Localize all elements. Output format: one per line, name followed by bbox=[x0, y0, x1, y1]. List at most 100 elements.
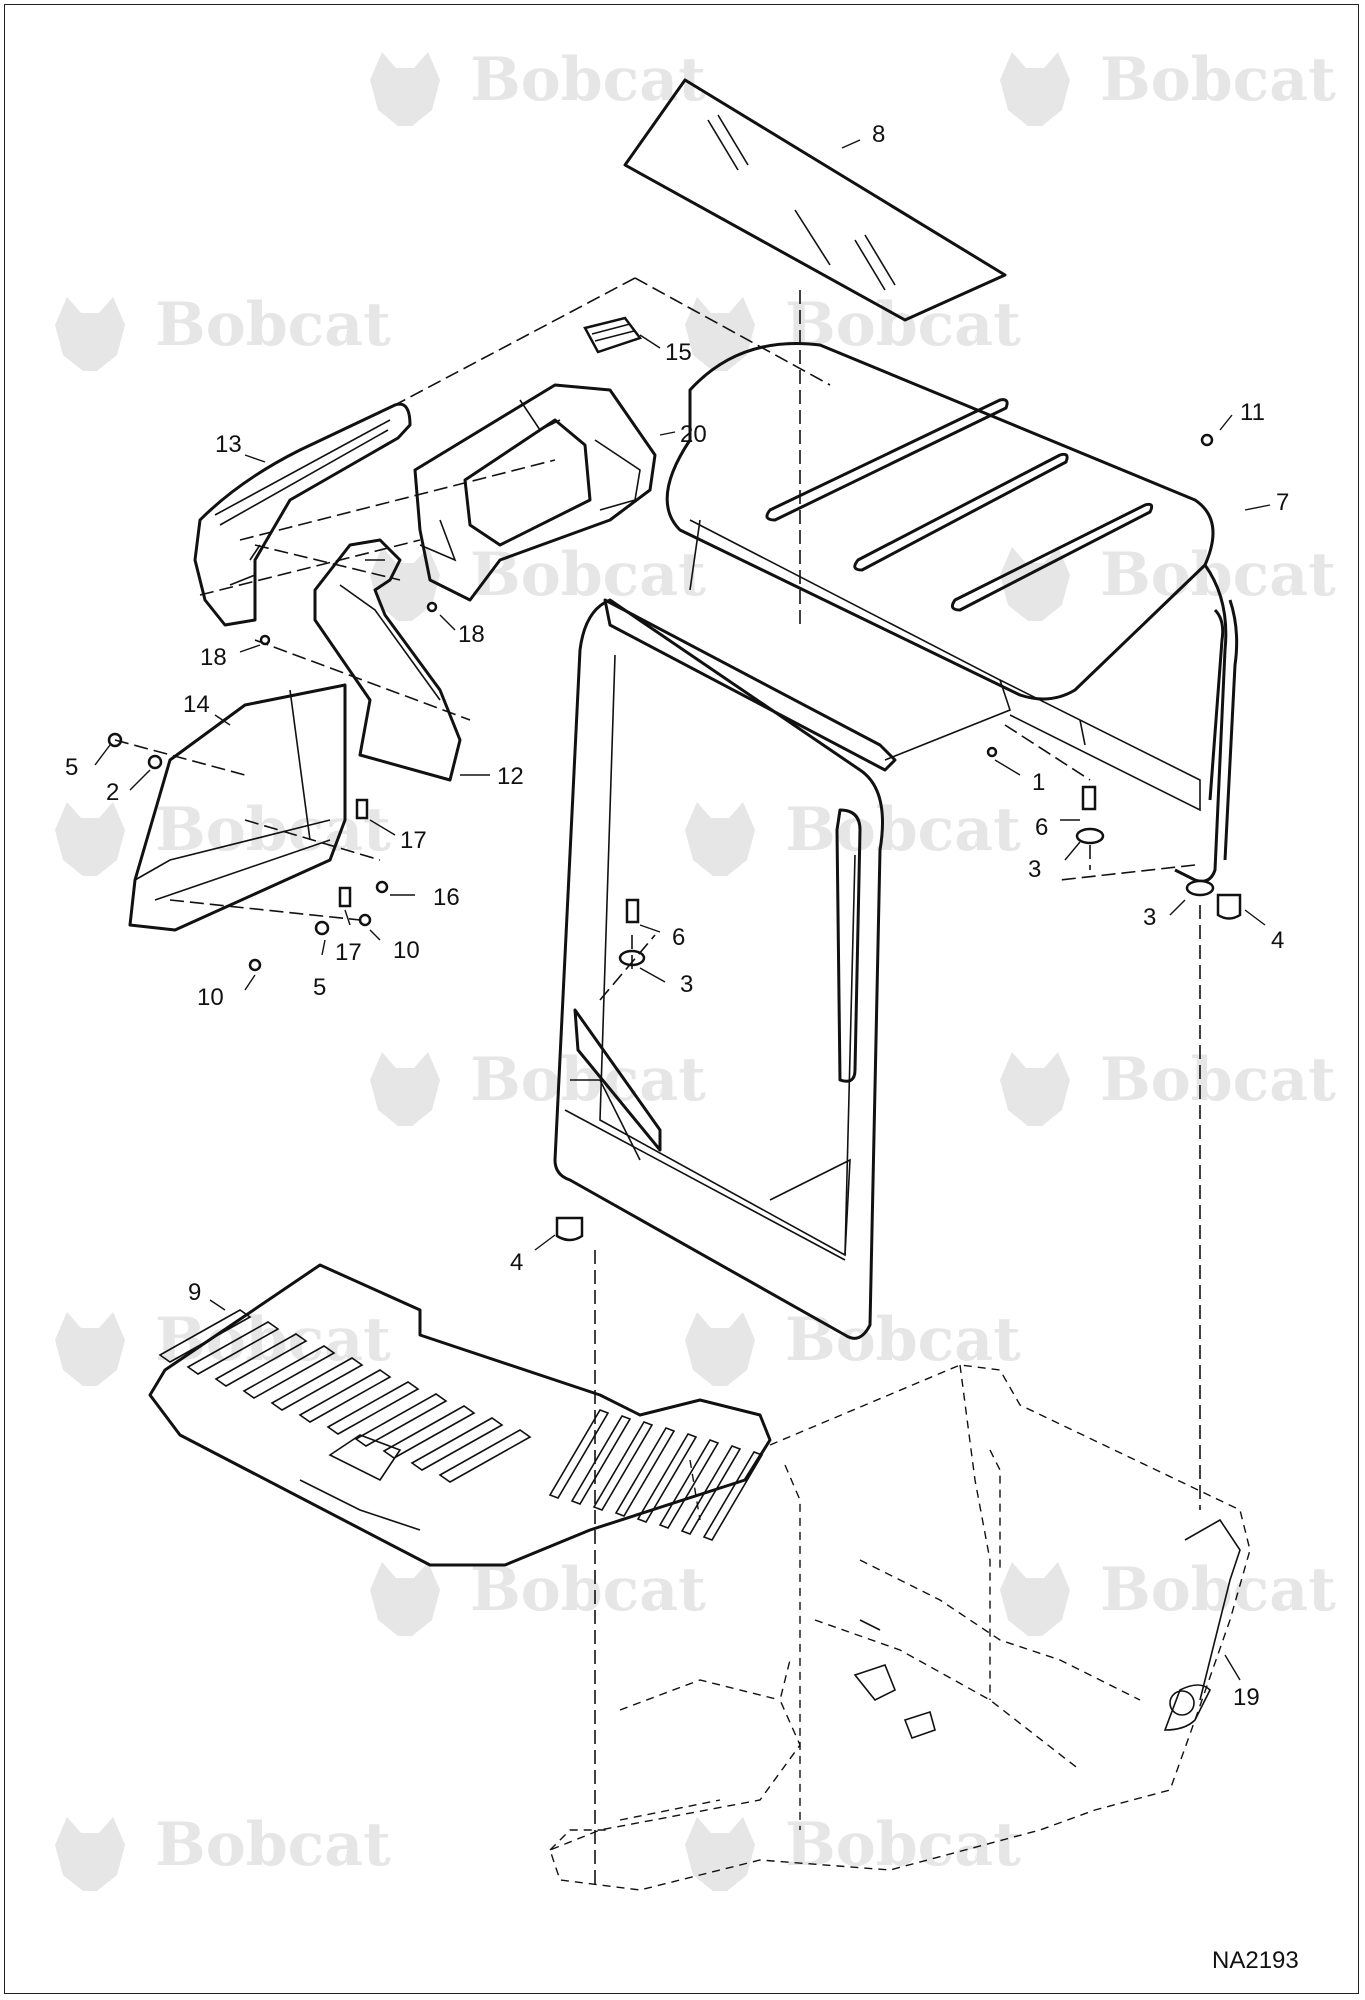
bobcat-watermark-text: Bobcat bbox=[1100, 540, 1336, 610]
bobcat-watermark-registered: ® bbox=[660, 580, 672, 597]
mat-rib bbox=[614, 1427, 676, 1517]
callout-5a: 5 bbox=[65, 754, 78, 781]
callout-12: 12 bbox=[497, 763, 524, 790]
part-8-roof-glass bbox=[623, 78, 1007, 322]
bobcat-logo-icon bbox=[370, 1562, 440, 1636]
bobcat-watermark-registered: ® bbox=[660, 85, 672, 102]
bobcat-watermark: Bobcat® bbox=[1000, 1045, 1336, 1126]
bobcat-watermark-text: Bobcat bbox=[1100, 45, 1336, 115]
part-19-base-frame bbox=[549, 1364, 1251, 1891]
callout-20: 20 bbox=[680, 421, 707, 448]
bobcat-watermark: Bobcat® bbox=[1000, 45, 1336, 126]
bobcat-watermark-registered: ® bbox=[660, 1085, 672, 1102]
bobcat-watermark: Bobcat® bbox=[55, 290, 391, 371]
part-14-lower-cover bbox=[128, 683, 347, 932]
mat-rib bbox=[214, 1333, 308, 1387]
mat-rib bbox=[270, 1357, 364, 1411]
callout-7: 7 bbox=[1276, 489, 1289, 516]
callout-10a: 10 bbox=[393, 937, 420, 964]
bobcat-watermark-registered: ® bbox=[1290, 85, 1302, 102]
bobcat-logo-icon bbox=[1000, 1052, 1070, 1126]
part-15-switch bbox=[583, 316, 643, 354]
callout-15: 15 bbox=[665, 339, 692, 366]
bobcat-watermark-registered: ® bbox=[345, 1850, 357, 1867]
bobcat-watermark: Bobcat® bbox=[685, 1810, 1021, 1891]
bobcat-watermark-text: Bobcat bbox=[470, 1555, 706, 1625]
bobcat-watermark: Bobcat® bbox=[370, 1555, 706, 1636]
mat-rib bbox=[438, 1429, 532, 1483]
bobcat-watermark-registered: ® bbox=[975, 1850, 987, 1867]
mat-rib bbox=[592, 1421, 654, 1511]
callout-5b: 5 bbox=[313, 974, 326, 1001]
bobcat-watermark-registered: ® bbox=[660, 1595, 672, 1612]
bobcat-watermark-text: Bobcat bbox=[1100, 1555, 1336, 1625]
bobcat-logo-icon bbox=[55, 1312, 125, 1386]
bobcat-logo-icon bbox=[370, 52, 440, 126]
mat-rib bbox=[382, 1405, 476, 1459]
callout-6b: 6 bbox=[672, 924, 685, 951]
document-id: NA2193 bbox=[1212, 1947, 1299, 1974]
bobcat-watermark-registered: ® bbox=[975, 330, 987, 347]
mat-rib bbox=[680, 1445, 742, 1535]
callout-13: 13 bbox=[215, 431, 242, 458]
bobcat-watermark: Bobcat® bbox=[55, 1810, 391, 1891]
bobcat-watermark-registered: ® bbox=[1290, 1595, 1302, 1612]
bobcat-logo-icon bbox=[55, 1817, 125, 1891]
bobcat-logo-icon bbox=[370, 547, 440, 621]
mat-rib bbox=[410, 1417, 504, 1471]
callout-9: 9 bbox=[188, 1279, 201, 1306]
callout-2: 2 bbox=[106, 779, 119, 806]
mat-rib bbox=[548, 1409, 610, 1499]
bobcat-watermark: Bobcat® bbox=[370, 1045, 706, 1126]
bobcat-watermark-registered: ® bbox=[975, 1345, 987, 1362]
bobcat-logo-icon bbox=[1000, 547, 1070, 621]
bobcat-logo-icon bbox=[685, 297, 755, 371]
callout-4a: 4 bbox=[1271, 927, 1284, 954]
bobcat-logo-icon bbox=[685, 802, 755, 876]
bobcat-watermark: Bobcat® bbox=[1000, 540, 1336, 621]
bobcat-watermark-text: Bobcat bbox=[785, 290, 1021, 360]
hardware-parts bbox=[107, 433, 1242, 1242]
bobcat-watermark-text: Bobcat bbox=[470, 540, 706, 610]
callout-19: 19 bbox=[1233, 1684, 1260, 1711]
bobcat-watermark-text: Bobcat bbox=[155, 1810, 391, 1880]
bobcat-logo-icon bbox=[370, 1052, 440, 1126]
assembly-dash-lines bbox=[114, 277, 1201, 1890]
bobcat-watermark-text: Bobcat bbox=[470, 45, 706, 115]
part-20-console-housing bbox=[413, 383, 657, 602]
bobcat-watermark: Bobcat® bbox=[1000, 1555, 1336, 1636]
watermark-layer: Bobcat®Bobcat®Bobcat®Bobcat®Bobcat®Bobca… bbox=[55, 45, 1336, 1891]
mat-rib bbox=[242, 1345, 336, 1399]
bobcat-watermark-registered: ® bbox=[345, 835, 357, 852]
bobcat-watermark: Bobcat® bbox=[370, 45, 706, 126]
bobcat-watermark-registered: ® bbox=[975, 835, 987, 852]
part-7-cab-frame bbox=[553, 341, 1239, 1340]
bobcat-watermark-text: Bobcat bbox=[785, 1305, 1021, 1375]
bobcat-logo-icon bbox=[685, 1817, 755, 1891]
leader-lines bbox=[94, 139, 1271, 1681]
bobcat-watermark: Bobcat® bbox=[370, 540, 706, 621]
mat-rib bbox=[158, 1309, 252, 1363]
callout-11: 11 bbox=[1240, 399, 1265, 426]
bobcat-watermark-text: Bobcat bbox=[155, 290, 391, 360]
bobcat-watermark: Bobcat® bbox=[55, 1305, 391, 1386]
bobcat-watermark-text: Bobcat bbox=[785, 1810, 1021, 1880]
part-12-trim-panel bbox=[313, 538, 462, 782]
callout-3c: 3 bbox=[680, 971, 693, 998]
mat-rib bbox=[702, 1451, 764, 1541]
mat-rib bbox=[354, 1393, 448, 1447]
bobcat-watermark: Bobcat® bbox=[685, 1305, 1021, 1386]
callout-3b: 3 bbox=[1143, 904, 1156, 931]
bobcat-watermark: Bobcat® bbox=[685, 795, 1021, 876]
callout-10b: 10 bbox=[197, 984, 224, 1011]
bobcat-watermark-registered: ® bbox=[345, 330, 357, 347]
callout-18a: 18 bbox=[200, 644, 227, 671]
callout-18b: 18 bbox=[458, 621, 485, 648]
callout-17b: 17 bbox=[335, 939, 362, 966]
callout-14: 14 bbox=[183, 691, 210, 718]
bobcat-logo-icon bbox=[1000, 52, 1070, 126]
mat-rib bbox=[326, 1381, 420, 1435]
callout-4b: 4 bbox=[510, 1249, 523, 1276]
mat-rib bbox=[298, 1369, 392, 1423]
